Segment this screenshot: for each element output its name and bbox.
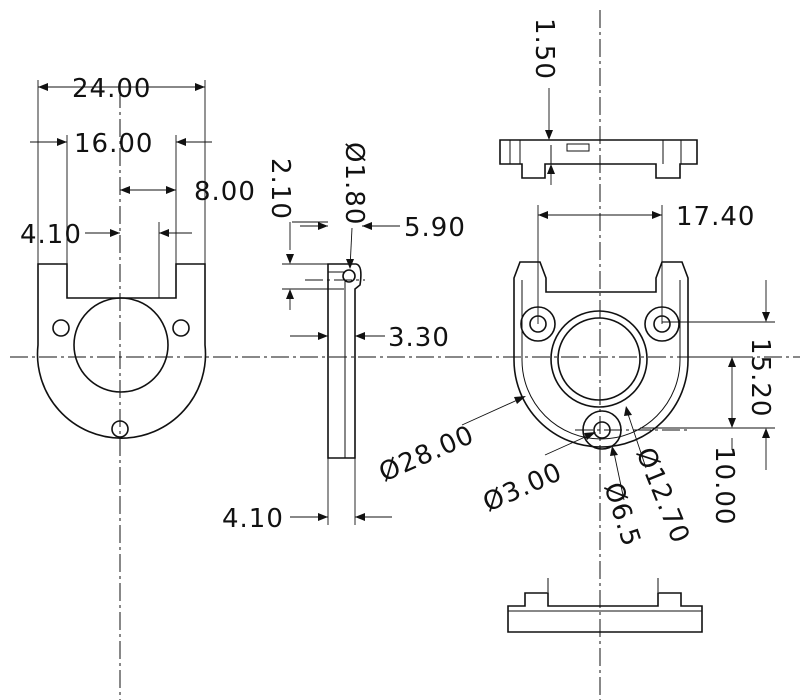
side-view <box>327 263 362 459</box>
label-hole-spacing: 17.40 <box>676 202 755 232</box>
label-outer-diameter: Ø28.00 <box>375 420 479 488</box>
bottom-view <box>507 578 703 633</box>
label-inner-width: 16.00 <box>74 129 153 159</box>
label-small-hole: Ø3.00 <box>479 457 567 518</box>
label-height-offset: 15.20 <box>745 338 775 417</box>
center-lines <box>10 10 800 700</box>
label-center-offset: 10.00 <box>709 446 739 525</box>
label-top-cap-thickness: 1.50 <box>529 18 559 80</box>
right-front-view-dimensions <box>461 205 775 501</box>
label-base-thickness: 4.10 <box>222 504 284 534</box>
side-view-dimensions <box>282 221 400 525</box>
front-view-dimensions <box>30 80 212 298</box>
label-top-offset: 2.10 <box>265 158 295 220</box>
label-top-thickness: 5.90 <box>404 213 466 243</box>
right-front-view <box>513 261 689 450</box>
label-half-spacing: 8.00 <box>194 177 256 207</box>
top-view-dimensions <box>545 88 555 185</box>
label-center-hole: Ø6.5 <box>597 479 646 551</box>
front-view <box>36 263 207 439</box>
top-view <box>499 139 698 179</box>
label-web-thickness: 3.30 <box>388 323 450 353</box>
label-tab-width: 4.10 <box>20 220 82 250</box>
label-overall-width: 24.00 <box>72 74 151 104</box>
label-pin-hole: Ø1.80 <box>339 142 369 225</box>
